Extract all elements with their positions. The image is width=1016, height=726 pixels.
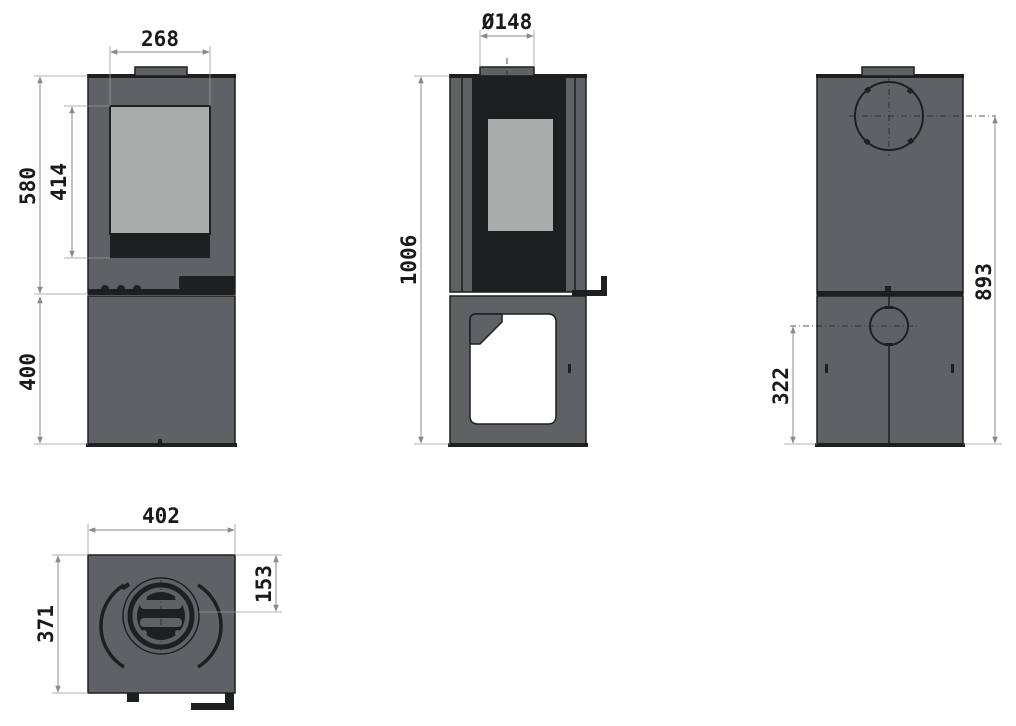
- front-ash-panel: [110, 234, 210, 258]
- back-air-inlet-icon: [869, 306, 909, 346]
- back-vent-icon: [951, 364, 954, 373]
- back-view: 893 322: [769, 66, 1002, 447]
- side-handle-grip: [601, 276, 607, 296]
- back-vent-icon: [825, 364, 828, 373]
- front-flue-collar: [134, 66, 188, 77]
- side-inner-bracket: [469, 313, 503, 345]
- dim-top-depth: 371: [34, 605, 58, 643]
- top-foot-tab: [127, 693, 139, 702]
- side-glass-window: [486, 117, 555, 233]
- side-handle: [572, 290, 606, 296]
- dim-top-width: 402: [142, 504, 180, 528]
- dim-front-upper-height: 580: [16, 167, 40, 205]
- top-handle: [191, 703, 234, 710]
- front-knob-icon: [101, 285, 109, 293]
- dim-total-height: 1006: [397, 235, 421, 286]
- front-base-body: [87, 295, 236, 445]
- front-foot-marker: [158, 439, 162, 443]
- back-flue-collar: [861, 66, 915, 77]
- front-glass-window: [109, 105, 211, 235]
- back-upper-body: [816, 75, 964, 295]
- dim-flue-diameter: Ø148: [481, 10, 533, 34]
- front-grate-strip: [88, 289, 235, 295]
- back-grate-strip: [817, 291, 963, 296]
- side-vent-icon: [568, 364, 571, 373]
- dim-inlet-height: 322: [769, 367, 793, 405]
- side-view: Ø148 1006: [397, 10, 607, 447]
- dim-front-base-height: 400: [16, 353, 40, 391]
- top-view: 402 371 153: [34, 504, 282, 710]
- dim-top-flue-offset: 153: [252, 565, 276, 603]
- dim-front-width: 268: [141, 27, 179, 51]
- front-knob-icon: [133, 285, 141, 293]
- front-foot-plate: [86, 443, 237, 447]
- front-handle: [179, 276, 235, 289]
- front-view: 268 580 414 400: [16, 27, 237, 447]
- top-handle-stem: [225, 693, 234, 705]
- dim-front-glass-height: 414: [47, 163, 71, 201]
- side-foot-plate: [448, 443, 588, 447]
- dim-flue-height: 893: [972, 263, 996, 301]
- back-foot-plate: [815, 443, 965, 447]
- front-knob-icon: [117, 285, 125, 293]
